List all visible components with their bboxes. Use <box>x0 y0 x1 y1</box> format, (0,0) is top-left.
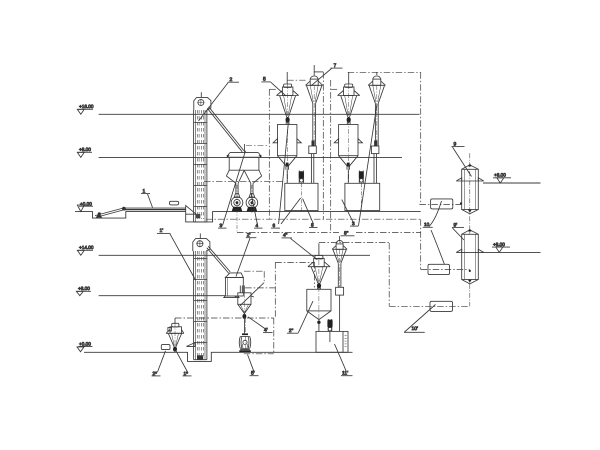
svg-text:5: 5 <box>263 77 266 83</box>
svg-text:4': 4' <box>264 328 268 334</box>
svg-text:9: 9 <box>454 142 457 148</box>
svg-text:5': 5' <box>251 371 255 377</box>
svg-text:1: 1 <box>143 189 146 195</box>
svg-text:9': 9' <box>454 222 458 228</box>
svg-text:+8.00: +8.00 <box>494 173 506 178</box>
svg-text:2': 2' <box>247 232 251 238</box>
svg-text:4'': 4'' <box>283 233 288 238</box>
svg-text:+14.00: +14.00 <box>79 245 94 250</box>
svg-text:+0.00: +0.00 <box>79 341 91 346</box>
svg-text:+16.00: +16.00 <box>79 104 94 109</box>
svg-text:11': 11' <box>342 371 348 377</box>
svg-text:2: 2 <box>230 77 233 83</box>
svg-text:10': 10' <box>412 326 419 332</box>
svg-text:7: 7 <box>334 63 337 69</box>
svg-text:1': 1' <box>160 228 164 234</box>
svg-text:2'': 2'' <box>289 328 294 333</box>
svg-text:8: 8 <box>311 222 314 227</box>
svg-text:1*: 1* <box>184 371 189 376</box>
svg-text:+0.00: +0.00 <box>80 201 92 206</box>
svg-text:3: 3 <box>220 223 223 228</box>
svg-text:4: 4 <box>256 223 259 228</box>
svg-text:+8.00: +8.00 <box>493 242 505 247</box>
svg-text:10: 10 <box>424 222 430 227</box>
svg-text:2*: 2* <box>153 371 158 376</box>
svg-text:+8.00: +8.00 <box>78 286 90 291</box>
svg-text:+8.00: +8.00 <box>79 147 91 152</box>
svg-text:8'': 8'' <box>344 231 349 236</box>
svg-text:6: 6 <box>273 223 276 228</box>
